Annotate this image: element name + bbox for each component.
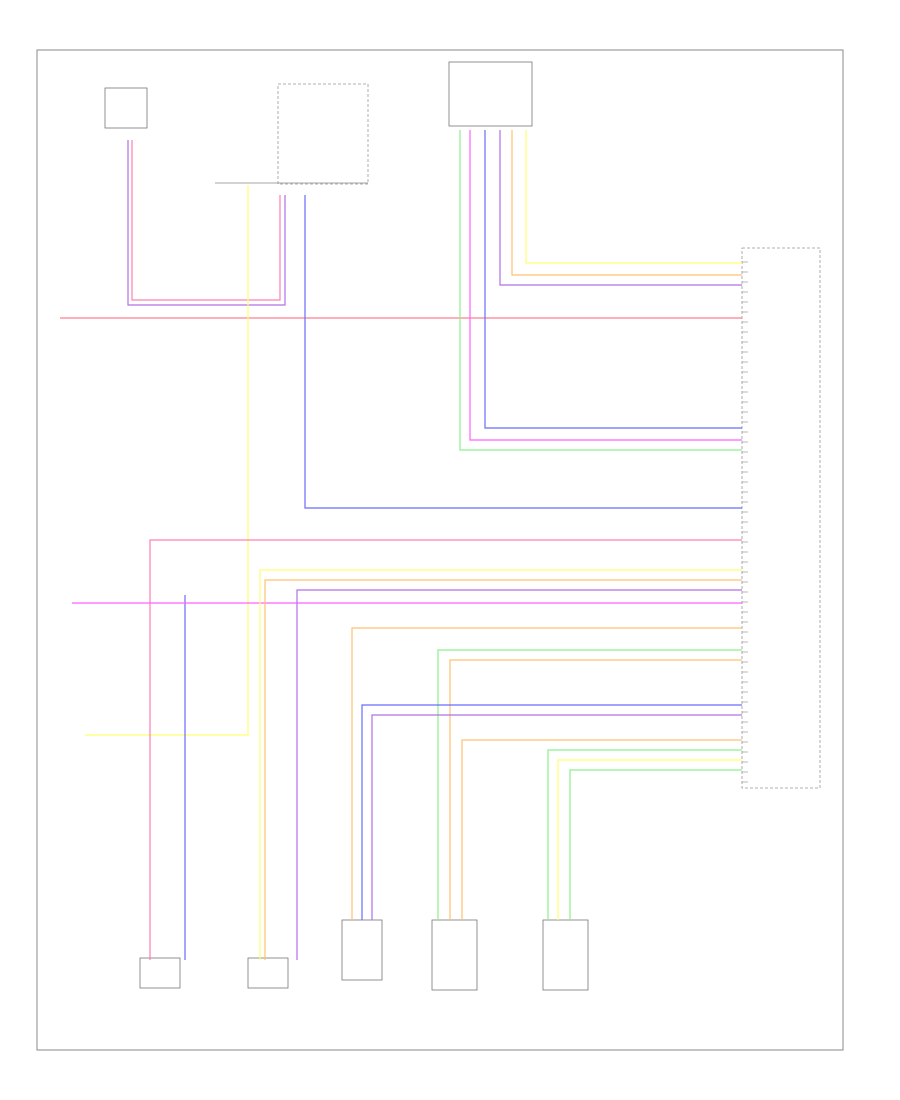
wire-pink	[149, 539, 742, 960]
bottom-component-2	[247, 957, 289, 989]
wire-blue	[361, 704, 742, 920]
bottom-component-1	[139, 957, 181, 989]
wire-violet	[499, 130, 742, 286]
top-right-connector-component	[448, 61, 533, 127]
top-left-fuse-component	[104, 87, 148, 129]
wire-violet	[127, 140, 286, 306]
wire-green	[437, 649, 742, 920]
wire-orange	[351, 627, 742, 920]
wire-yellow	[525, 130, 742, 264]
wire-group	[60, 130, 742, 960]
wire-violet	[371, 714, 742, 920]
wire-pink	[131, 140, 281, 301]
wire-blue	[484, 130, 742, 429]
module-pins	[742, 261, 748, 783]
right-control-module	[741, 247, 821, 789]
wire-yellow	[557, 759, 742, 920]
wire-orange	[461, 739, 742, 920]
top-center-junction-component	[277, 83, 369, 185]
wire-orange	[264, 579, 742, 960]
wire-green	[569, 769, 742, 920]
bottom-component-3	[341, 919, 383, 981]
wire-blue	[304, 195, 742, 509]
wire-orange	[511, 130, 742, 276]
wire-yellow	[85, 185, 249, 736]
wire-orange	[449, 659, 742, 920]
bottom-component-5	[542, 919, 589, 991]
wire-magenta	[469, 130, 742, 441]
wire-green	[547, 749, 742, 920]
wire-violet	[296, 589, 742, 960]
wire-green	[459, 130, 742, 451]
diagram-frame	[36, 49, 844, 1051]
wire-yellow	[259, 569, 742, 960]
bottom-component-4	[431, 919, 478, 991]
